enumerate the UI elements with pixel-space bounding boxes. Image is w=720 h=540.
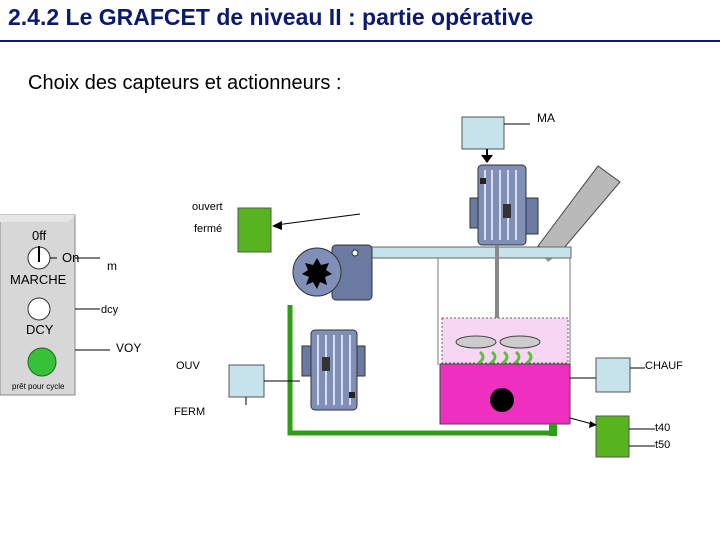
gear-motor [292,244,373,301]
feed-chute [537,165,621,256]
chauf-label: CHAUF [645,360,683,372]
mixer-motor [469,164,539,246]
ready-label: prêt pour cycle [12,382,65,391]
t40-label: t40 [655,422,671,434]
ouvert-label: ouvert [192,201,223,213]
mixer-blade-left [455,335,497,349]
voy-label: VOY [116,341,142,355]
valve-motor [301,329,366,411]
ma-box [461,116,505,150]
ma-arrow-head [481,155,493,163]
dcy-sensor-label: dcy [101,304,119,316]
ma-label: MA [537,111,555,125]
on-label: On [62,250,80,265]
mixer-blade-right [499,335,541,349]
marche-label: MARCHE [10,272,67,287]
off-label: 0ff [32,228,47,243]
m-label: m [107,259,117,273]
chauf-box [595,357,631,393]
ready-indicator-lamp [27,347,57,377]
temperature-sensor-box [595,415,630,458]
dcy-button[interactable] [27,297,51,321]
ouvert-arrow-head [272,221,282,230]
dcy-label: DCY [26,322,54,337]
page-title: 2.4.2 Le GRAFCET de niveau II : partie o… [8,4,534,30]
support-beam [360,246,572,259]
ouv-ferm-box [228,364,265,398]
ferme-label: fermé [194,223,223,235]
ferm-label: FERM [174,406,206,418]
ouvert-ferme-box [237,207,272,253]
t50-label: t50 [655,439,671,451]
pipe [287,305,549,436]
temp-arrow-head [589,421,597,428]
drain-outlet [490,388,514,412]
outlet-pipe [549,424,557,436]
page-subtitle: Choix des capteurs et actionneurs : [28,72,342,94]
ouvert-leader [275,213,361,226]
ouv-label: OUV [176,360,200,372]
